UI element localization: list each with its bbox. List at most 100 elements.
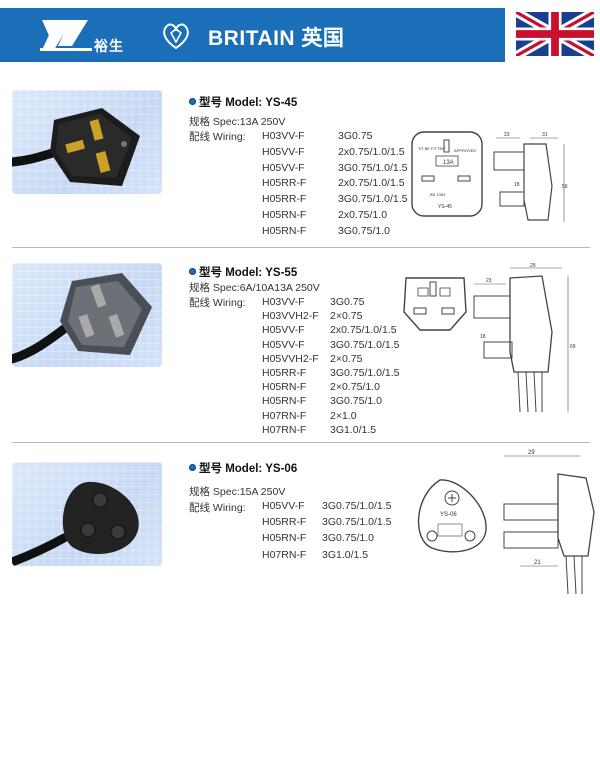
wiring-row: H05RN-F 2x0.75/1.0 bbox=[262, 209, 422, 223]
product-photo-ys55 bbox=[12, 263, 162, 367]
wiring-row: H05RN-F 3G0.75/1.0 bbox=[262, 532, 422, 546]
cable-type: H05RR-F bbox=[262, 367, 307, 379]
spec-ys06: 规格 Spec:15A 250V bbox=[189, 484, 285, 499]
bsi-kitemark-icon bbox=[163, 23, 189, 50]
cable-size: 3G0.75/1.0/1.5 bbox=[330, 338, 400, 351]
wiring-row: H03VV-F 3G0.75 bbox=[262, 296, 422, 310]
spec-value: 6A/10A13A 250V bbox=[239, 282, 320, 294]
cable-size: 3G0.75/1.0/1.5 bbox=[338, 193, 408, 206]
cable-type: H07RN-F bbox=[262, 548, 307, 561]
cable-type: H03VV-F bbox=[262, 296, 305, 308]
cable-type: H05RR-F bbox=[262, 177, 307, 190]
dim-depth: 31 bbox=[542, 132, 548, 138]
cable-type: H05RN-F bbox=[262, 532, 307, 545]
spec-ys55: 规格 Spec:6A/10A13A 250V bbox=[189, 280, 320, 295]
model-code: YS-45 bbox=[265, 97, 298, 109]
cable-size: 2×0.75/1.0 bbox=[330, 381, 380, 394]
spec-value: 15A 250V bbox=[239, 486, 286, 498]
wiring-row: H05VV-F 3G0.75/1.0/1.5 bbox=[262, 500, 422, 514]
diagram-ys06-side: 29 21 bbox=[503, 450, 595, 595]
wiring-row: H07RN-F 3G1.0/1.5 bbox=[262, 549, 422, 563]
wiring-label-ys45: 配线 Wiring: bbox=[189, 131, 246, 143]
dim-height: 56 bbox=[562, 184, 568, 190]
cable-size: 3G0.75 bbox=[330, 296, 365, 308]
page-title: BRITAIN 英国 bbox=[208, 27, 345, 50]
wiring-row: H05RN-F 3G0.75/1.0 bbox=[262, 225, 422, 239]
wiring-row: H05VV-F 3G0.75/1.0/1.5 bbox=[262, 162, 422, 176]
svg-text:TO BE FITTED: TO BE FITTED bbox=[418, 146, 445, 151]
svg-text:APPROVED: APPROVED bbox=[454, 148, 476, 153]
dim-depth: 29 bbox=[530, 263, 536, 269]
cable-type: H05RN-F bbox=[262, 209, 307, 221]
cable-size: 3G0.75 bbox=[338, 130, 373, 142]
wiring-label-ys06: 配线 Wiring: bbox=[189, 502, 246, 514]
cable-size: 3G0.75/1.0/1.5 bbox=[322, 500, 392, 512]
cable-type: H05RR-F bbox=[262, 516, 307, 529]
model-code: YS-06 bbox=[265, 463, 298, 475]
fuse-rating-label: 13A bbox=[443, 160, 454, 166]
cable-type: H05RN-F bbox=[262, 224, 307, 237]
cable-type: H05VV-F bbox=[262, 161, 305, 174]
diagram-ys55-side: 29 23 69 18 bbox=[473, 263, 576, 413]
cable-size: 2×0.75 bbox=[330, 352, 363, 365]
cable-type: H05VV-F bbox=[262, 500, 305, 512]
wiring-row: H03VV-F 3G0.75 bbox=[262, 130, 422, 144]
svg-text:BS 1363: BS 1363 bbox=[430, 192, 446, 197]
model-label: 型号 Model: bbox=[199, 97, 263, 109]
cable-size: 2x0.75/1.0 bbox=[338, 209, 388, 221]
model-ys55: 型号 Model: YS-55 bbox=[189, 264, 297, 280]
cable-size: 2x0.75/1.0/1.5 bbox=[338, 145, 405, 158]
dim-height: 69 bbox=[570, 344, 576, 350]
spec-label: 规格 Spec: bbox=[189, 116, 240, 128]
cable-size: 3G0.75/1.0 bbox=[322, 532, 374, 545]
cable-type: H07RN-F bbox=[262, 423, 307, 436]
diagram-ys45-side: 23 31 56 18 bbox=[493, 132, 568, 222]
diagram-ys06-front: YS-06 bbox=[417, 479, 487, 553]
wiring-label-ys55: 配线 Wiring: bbox=[189, 297, 246, 309]
cable-type: H05VV-F bbox=[262, 338, 305, 351]
cable-type: H03VVH2-F bbox=[262, 310, 319, 323]
cable-size: 2x0.75/1.0/1.5 bbox=[330, 324, 397, 337]
wiring-row: H05RN-F 2×0.75/1.0 bbox=[262, 381, 422, 395]
cable-type: H05VVH2-F bbox=[262, 352, 319, 365]
diagram-model-label: YS-06 bbox=[440, 512, 457, 518]
cable-size: 3G0.75/1.0/1.5 bbox=[330, 367, 400, 379]
cable-size: 3G0.75/1.0 bbox=[338, 224, 390, 237]
brand-logo-icon bbox=[40, 20, 92, 51]
section-divider bbox=[12, 442, 590, 443]
model-ys45: 型号 Model: YS-45 bbox=[189, 94, 297, 110]
bullet-icon bbox=[189, 268, 196, 275]
cable-size: 3G0.75/1.0 bbox=[330, 395, 382, 408]
cable-size: 3G1.0/1.5 bbox=[322, 548, 369, 561]
spec-label: 规格 Spec: bbox=[189, 282, 240, 294]
wiring-row: H05VV-F 2x0.75/1.0/1.5 bbox=[262, 146, 422, 160]
cable-type: H03VV-F bbox=[262, 130, 305, 142]
cable-size: 2x0.75/1.0/1.5 bbox=[338, 177, 405, 190]
cable-size: 2×1.0 bbox=[330, 409, 357, 422]
spec-ys45: 规格 Spec:13A 250V bbox=[189, 114, 285, 129]
dim-pin: 18 bbox=[514, 182, 520, 188]
uk-flag-icon bbox=[516, 12, 594, 56]
cable-size: 3G0.75/1.0/1.5 bbox=[322, 516, 392, 529]
cable-type: H05RN-F bbox=[262, 381, 307, 394]
wiring-row: H05RR-F 2x0.75/1.0/1.5 bbox=[262, 177, 422, 191]
cable-size: 3G0.75/1.0/1.5 bbox=[338, 161, 408, 174]
header-banner: 裕生 BRITAIN 英国 bbox=[0, 8, 505, 62]
cable-size: 2×0.75 bbox=[330, 310, 363, 323]
diagram-model-label: YS-45 bbox=[438, 204, 452, 210]
spec-value: 13A 250V bbox=[239, 116, 286, 128]
brand-name: 裕生 bbox=[94, 38, 124, 54]
wiring-row: H05RR-F 3G0.75/1.0/1.5 bbox=[262, 516, 422, 530]
model-label: 型号 Model: bbox=[199, 463, 263, 475]
cable-type: H05RR-F bbox=[262, 193, 307, 206]
wiring-row: H05VVH2-F 2×0.75 bbox=[262, 353, 422, 367]
wiring-row: H05RR-F 3G0.75/1.0/1.5 bbox=[262, 367, 422, 381]
dim-width: 23 bbox=[504, 132, 510, 138]
cable-type: H05VV-F bbox=[262, 145, 305, 158]
dim-width: 29 bbox=[528, 450, 535, 456]
product-photo-ys06 bbox=[12, 462, 162, 566]
